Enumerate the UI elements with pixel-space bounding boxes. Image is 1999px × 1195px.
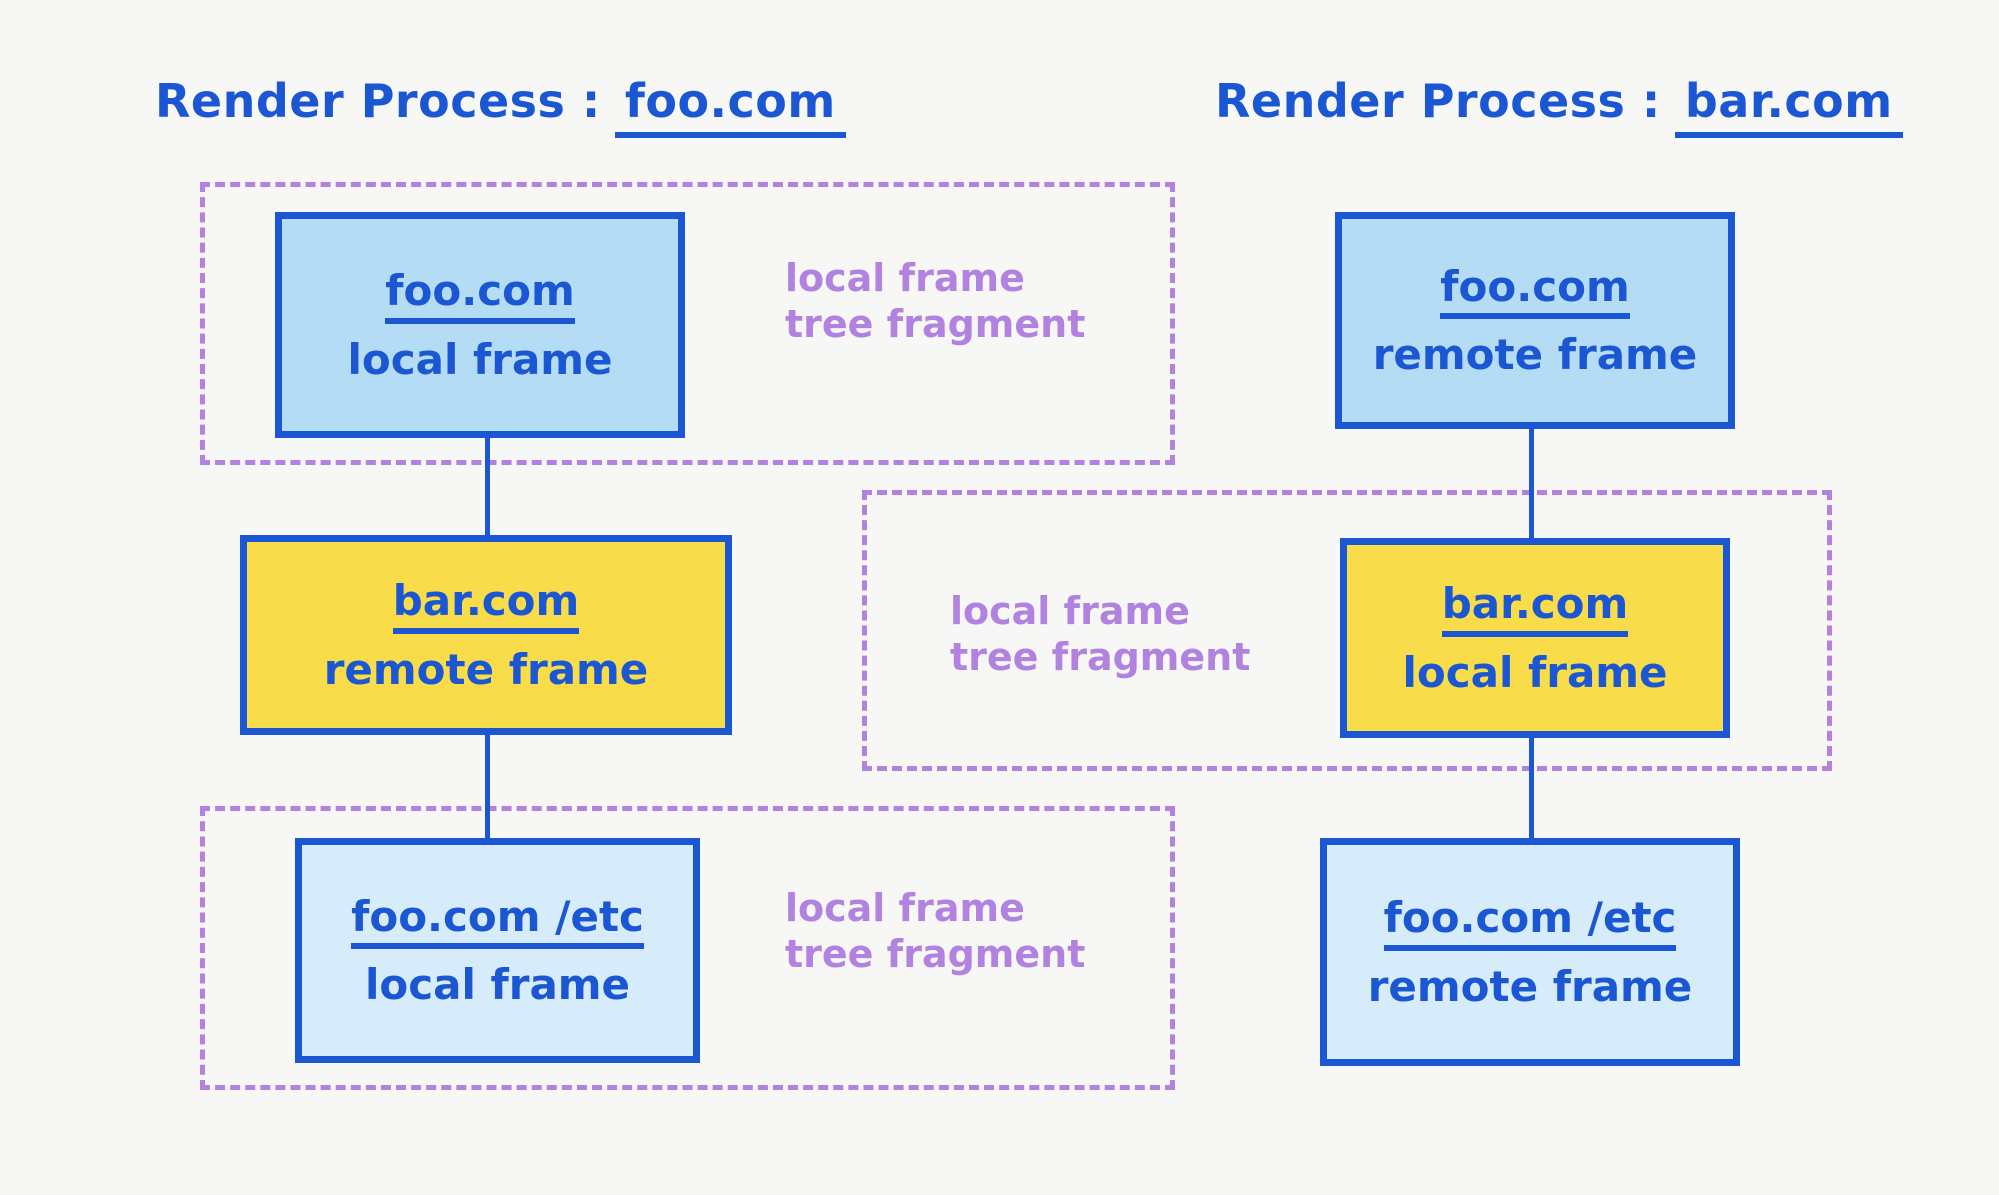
connector-foo-local-to-bar-remote bbox=[485, 435, 490, 540]
process-heading-bar-host: bar.com bbox=[1670, 66, 1909, 142]
frame-url-fooetc-remote: foo.com /etc bbox=[1383, 895, 1677, 951]
frame-kind-foo-remote: remote frame bbox=[1372, 330, 1698, 380]
frame-box-bar-remote[interactable]: bar.com remote frame bbox=[240, 535, 732, 735]
frame-box-bar-local[interactable]: bar.com local frame bbox=[1340, 538, 1730, 738]
process-heading-foo-host: foo.com bbox=[610, 66, 852, 142]
frame-box-foo-local[interactable]: foo.com local frame bbox=[275, 212, 685, 438]
frame-kind-bar-local: local frame bbox=[1402, 647, 1668, 697]
process-heading-foo: Render Process : foo.com bbox=[155, 66, 852, 142]
frame-kind-foo-local: local frame bbox=[347, 334, 613, 384]
frame-kind-fooetc-remote: remote frame bbox=[1367, 961, 1693, 1011]
process-heading-foo-label: Render Process : bbox=[155, 74, 601, 128]
connector-foo-remote-to-bar-local bbox=[1529, 428, 1534, 540]
frame-url-foo-local: foo.com bbox=[385, 268, 575, 324]
fragment-label-foo-bottom: local frame tree fragment bbox=[785, 886, 1086, 977]
frame-box-fooetc-local[interactable]: foo.com /etc local frame bbox=[295, 838, 700, 1063]
process-heading-bar-label: Render Process : bbox=[1215, 74, 1661, 128]
frame-url-foo-remote: foo.com bbox=[1440, 263, 1630, 320]
frame-box-fooetc-remote[interactable]: foo.com /etc remote frame bbox=[1320, 838, 1740, 1066]
fragment-region-foo-top bbox=[200, 182, 1175, 465]
fragment-label-bar-middle: local frame tree fragment bbox=[950, 589, 1251, 680]
frame-kind-bar-remote: remote frame bbox=[323, 644, 649, 694]
frame-kind-fooetc-local: local frame bbox=[364, 960, 631, 1010]
frame-box-foo-remote[interactable]: foo.com remote frame bbox=[1335, 212, 1735, 429]
fragment-region-bar-middle bbox=[862, 490, 1832, 771]
frame-url-fooetc-local: foo.com /etc bbox=[351, 893, 644, 950]
connector-bar-remote-to-fooetc-local bbox=[485, 730, 490, 842]
connector-bar-local-to-fooetc-remote bbox=[1529, 735, 1534, 840]
frame-url-bar-local: bar.com bbox=[1441, 581, 1629, 637]
frame-url-bar-remote: bar.com bbox=[392, 578, 580, 634]
process-heading-bar: Render Process : bar.com bbox=[1215, 66, 1909, 142]
fragment-region-foo-bottom bbox=[200, 806, 1175, 1090]
fragment-label-foo-top: local frame tree fragment bbox=[785, 256, 1086, 347]
